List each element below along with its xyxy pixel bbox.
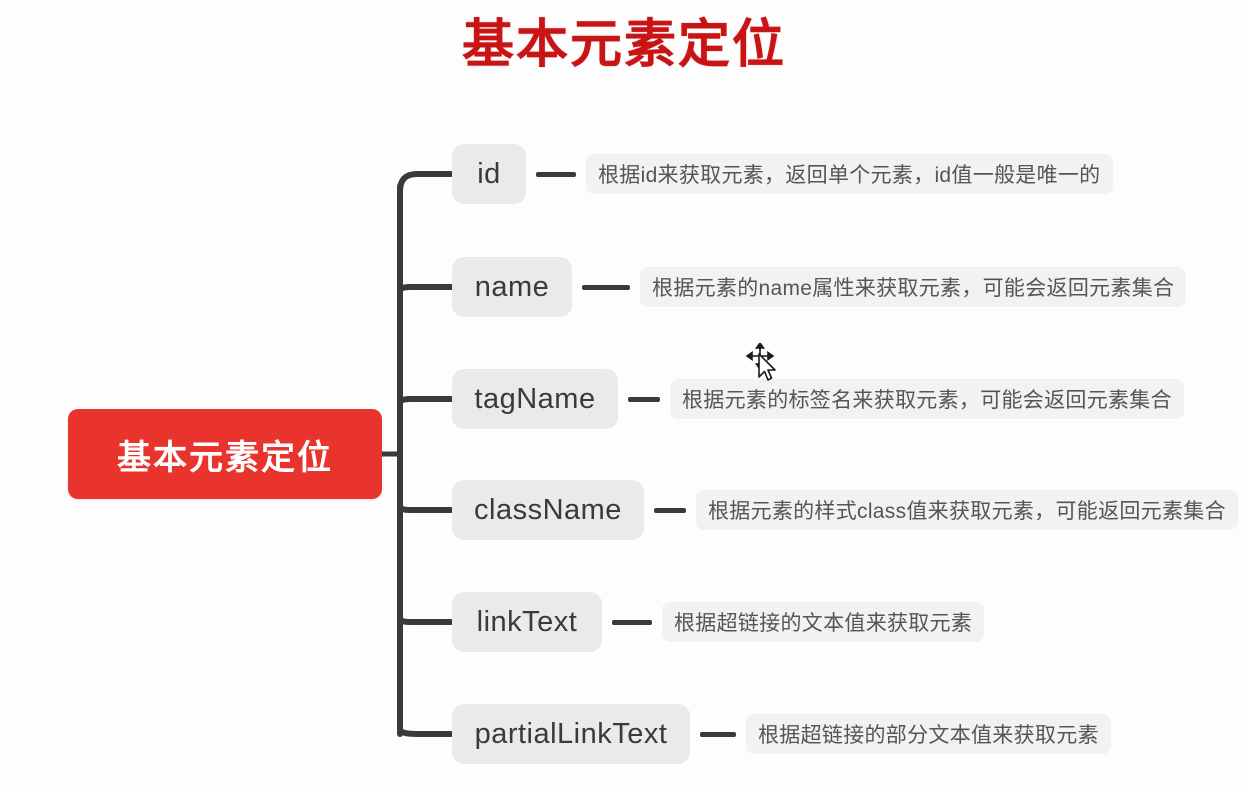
branch-description-classname: 根据元素的样式class值来获取元素，可能返回元素集合	[695, 490, 1238, 530]
branch-key-partiallinktext[interactable]: partialLinkText	[452, 704, 690, 764]
root-node[interactable]: 基本元素定位	[68, 409, 382, 499]
branch-row-id[interactable]: id 根据id来获取元素，返回单个元素，id值一般是唯一的	[452, 144, 1113, 204]
branch-row-name[interactable]: name 根据元素的name属性来获取元素，可能会返回元素集合	[452, 257, 1187, 317]
branch-key-linktext[interactable]: linkText	[452, 592, 602, 652]
branch-key-id[interactable]: id	[452, 144, 526, 204]
branch-connector-linktext	[612, 619, 652, 625]
branch-description-name: 根据元素的name属性来获取元素，可能会返回元素集合	[640, 267, 1187, 307]
root-node-label: 基本元素定位	[117, 438, 333, 477]
page-title: 基本元素定位	[461, 16, 786, 74]
branch-description-partiallinktext: 根据超链接的部分文本值来获取元素	[746, 714, 1111, 754]
branch-key-name[interactable]: name	[452, 257, 572, 317]
branch-description-id: 根据id来获取元素，返回单个元素，id值一般是唯一的	[586, 154, 1113, 194]
branch-description-linktext: 根据超链接的文本值来获取元素	[662, 602, 985, 642]
branch-connector-partiallinktext	[700, 731, 736, 737]
branch-row-partiallinktext[interactable]: partialLinkText 根据超链接的部分文本值来获取元素	[452, 704, 1111, 764]
branch-key-tagname[interactable]: tagName	[452, 369, 618, 429]
branch-key-classname[interactable]: className	[452, 480, 644, 540]
branch-row-tagname[interactable]: tagName 根据元素的标签名来获取元素，可能会返回元素集合	[452, 369, 1184, 429]
branch-description-tagname: 根据元素的标签名来获取元素，可能会返回元素集合	[670, 379, 1184, 419]
branch-row-classname[interactable]: className 根据元素的样式class值来获取元素，可能返回元素集合	[452, 480, 1238, 540]
branch-connector-tagname	[628, 396, 660, 402]
branch-connector-classname	[653, 507, 686, 513]
branch-connector-name	[582, 284, 630, 290]
branch-row-linktext[interactable]: linkText 根据超链接的文本值来获取元素	[452, 592, 985, 652]
branch-connector-id	[536, 171, 576, 177]
